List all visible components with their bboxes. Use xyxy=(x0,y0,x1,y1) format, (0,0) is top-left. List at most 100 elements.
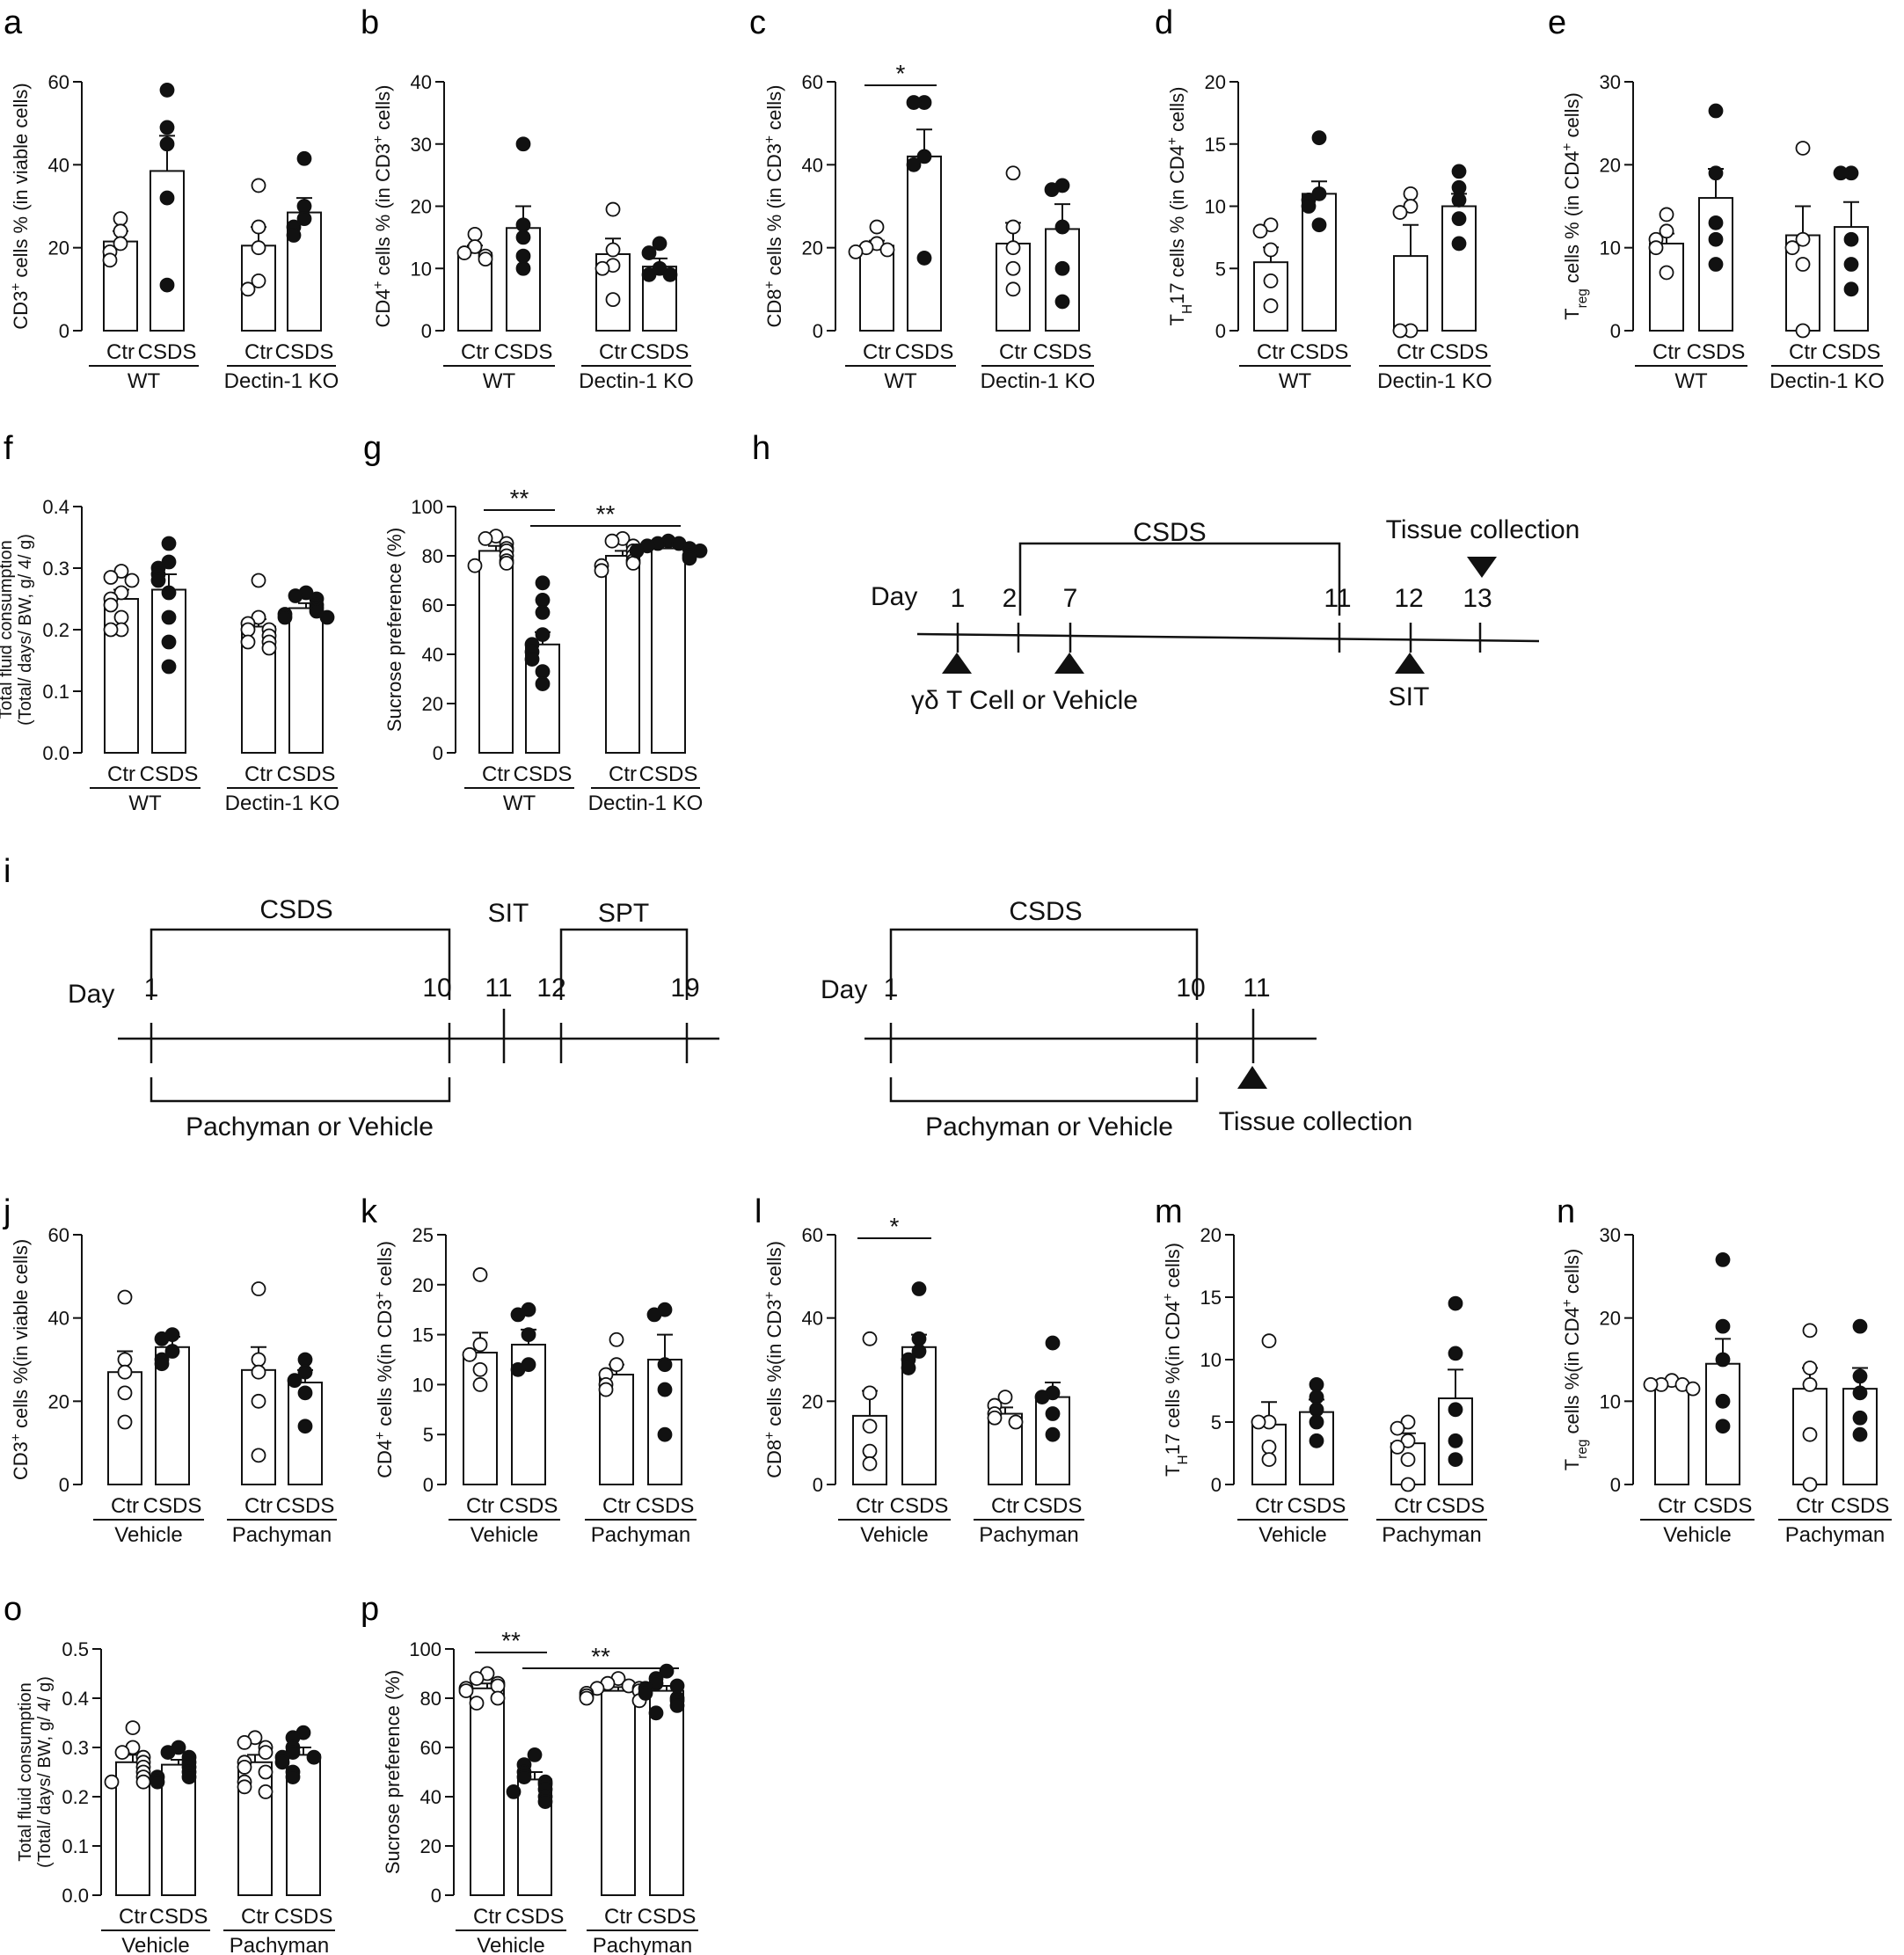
panel-letter-p: p xyxy=(361,1591,379,1628)
timeline-i-left-treatment-bracket xyxy=(150,1077,451,1103)
data-point-open xyxy=(1261,1452,1277,1467)
timeline-h-day: 7 xyxy=(1063,584,1078,613)
timeline-h-treatment-label: γδ T Cell or Vehicle xyxy=(911,686,1138,715)
data-point-open xyxy=(251,573,266,588)
data-point-open xyxy=(117,1385,133,1401)
data-point-filled xyxy=(535,676,551,691)
timeline-i-left-sit-label: SIT xyxy=(488,899,529,928)
data-point-open xyxy=(251,1281,266,1296)
y-axis-label: CD8+ cells % (in CD3+ cells) xyxy=(762,85,786,328)
timeline-i-right-day-label: Day xyxy=(821,975,867,1004)
group-label: Pachyman xyxy=(230,1934,329,1955)
data-point-filled xyxy=(288,588,303,603)
category-label: Ctr xyxy=(1397,340,1425,364)
data-point-open xyxy=(1802,1377,1818,1392)
timeline-i-left-day: 19 xyxy=(670,974,699,1003)
data-point-open xyxy=(117,1352,133,1368)
data-point-filled xyxy=(159,277,175,293)
y-axis-label: Treg cells % (in CD4+ cells) xyxy=(1560,92,1590,320)
data-point-open xyxy=(1795,231,1811,247)
data-point-open xyxy=(869,219,885,235)
category-label: CSDS xyxy=(1822,340,1881,364)
data-point-filled xyxy=(1045,1406,1061,1421)
data-point-filled xyxy=(535,627,551,642)
y-axis-label: CD4+ cells % (in CD3+ cells) xyxy=(371,85,395,328)
data-point-open xyxy=(987,1410,1003,1426)
category-label: Ctr xyxy=(599,340,627,364)
data-point-open xyxy=(240,634,256,650)
data-point-filled xyxy=(1852,1318,1868,1334)
data-point-filled xyxy=(652,236,667,252)
data-point-open xyxy=(1400,1477,1416,1492)
category-label: CSDS xyxy=(140,762,199,786)
data-point-filled xyxy=(1833,165,1849,181)
data-point-filled xyxy=(161,536,177,551)
y-tick-label: 0 xyxy=(1610,1474,1621,1496)
data-point-filled xyxy=(515,248,531,264)
y-axis-label: Sucrose preference (%) xyxy=(383,528,405,732)
data-point-filled xyxy=(160,1745,176,1760)
data-point-filled xyxy=(1843,231,1859,247)
y-tick-label: 60 xyxy=(420,1737,441,1759)
data-point-filled xyxy=(1045,1426,1061,1442)
bar-ctr xyxy=(605,555,640,754)
timeline-i-right-day: 10 xyxy=(1176,974,1205,1003)
data-point-filled xyxy=(1843,257,1859,272)
panel-letter-j: j xyxy=(3,1193,11,1230)
data-point-filled xyxy=(911,1281,927,1296)
y-tick-label: 0 xyxy=(433,742,443,764)
y-tick-label: 0.4 xyxy=(42,496,69,518)
category-label: Ctr xyxy=(244,1494,273,1518)
data-point-filled xyxy=(1451,236,1467,252)
data-point-filled xyxy=(535,605,551,620)
bar-csds xyxy=(161,1763,196,1896)
y-tick-label: 20 xyxy=(412,1274,434,1296)
y-tick-label: 0.2 xyxy=(42,619,69,641)
category-label: CSDS xyxy=(500,1494,558,1518)
data-point-open xyxy=(862,1419,878,1434)
data-point-filled xyxy=(154,1331,170,1346)
y-tick-label: 40 xyxy=(420,1786,441,1808)
category-label: Ctr xyxy=(604,1905,632,1929)
group-label: WT xyxy=(1674,369,1708,393)
y-tick-label: 40 xyxy=(48,1308,69,1330)
bar-csds xyxy=(1302,193,1337,332)
y-tick-label: 0.5 xyxy=(62,1638,89,1660)
timeline-i-right-treatment-bracket xyxy=(889,1077,1199,1103)
timeline-i-right-markers xyxy=(1237,1066,1267,1089)
group-label: Dectin-1 KO xyxy=(588,791,704,815)
bar-ctr xyxy=(1649,242,1684,332)
y-axis-label: CD3+ cells % (in viable cells) xyxy=(9,83,33,329)
y-axis-label: TH17 cells %(in CD4+ cells) xyxy=(1161,1243,1191,1477)
data-point-open xyxy=(594,563,609,579)
y-tick-label: 5 xyxy=(1215,258,1226,280)
y-tick-label: 0 xyxy=(1215,320,1226,342)
y-tick-label: 0.4 xyxy=(62,1688,89,1710)
bar-csds xyxy=(288,607,324,754)
panel-letter-g: g xyxy=(363,430,382,467)
data-point-open xyxy=(251,1364,266,1380)
panel-letter-h: h xyxy=(752,430,770,467)
bar-ctr xyxy=(241,1368,276,1486)
category-label: Ctr xyxy=(106,340,135,364)
data-point-open xyxy=(604,533,620,549)
data-point-filled xyxy=(516,1769,532,1784)
data-point-open xyxy=(879,242,895,258)
panel-letter-d: d xyxy=(1155,4,1173,41)
data-point-open xyxy=(456,245,472,260)
data-point-open xyxy=(251,273,266,288)
y-tick-label: 0.1 xyxy=(62,1835,89,1857)
data-point-open xyxy=(258,1784,274,1799)
data-point-filled xyxy=(535,575,551,591)
data-point-open xyxy=(1261,1333,1277,1349)
y-tick-label: 15 xyxy=(1200,1287,1222,1309)
group-label: Dectin-1 KO xyxy=(579,369,694,393)
data-point-open xyxy=(124,573,140,588)
category-label: CSDS xyxy=(1430,340,1489,364)
bar-chart-panels: 0 20 40 60 CD3+ cells % (in viable cells) Ctr… xyxy=(0,60,1892,1955)
data-point-open xyxy=(1392,323,1408,339)
data-point-filled xyxy=(164,1344,180,1359)
